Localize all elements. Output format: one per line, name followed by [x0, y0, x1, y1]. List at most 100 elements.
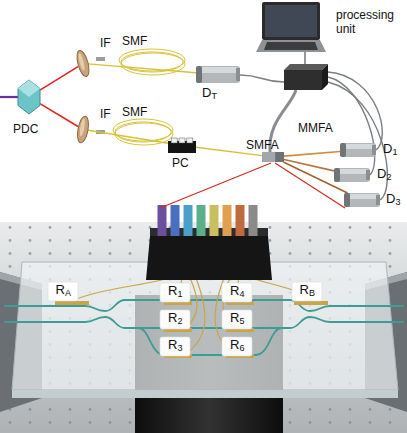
laptop-outline — [256, 2, 326, 52]
filter-body — [75, 49, 92, 78]
detector-highlight — [336, 169, 368, 174]
label-plate — [222, 337, 252, 356]
photon-beam — [40, 67, 78, 91]
fiber-coil — [113, 49, 185, 145]
fiber — [197, 205, 206, 236]
heater-label: RB — [292, 282, 322, 301]
detector-outline — [340, 143, 376, 157]
detector-end — [236, 68, 240, 81]
crystal-source-outline — [18, 80, 40, 114]
heaters — [55, 301, 328, 358]
component-label: R6 — [230, 338, 244, 355]
heater-label: R3 — [160, 337, 190, 356]
crystal-source: PDC — [18, 80, 40, 114]
component-label: IF — [100, 36, 111, 50]
multimode-fiber — [284, 151, 340, 156]
paddle — [171, 138, 177, 143]
signal-cable — [328, 77, 375, 175]
paddle — [187, 138, 193, 143]
detector-body — [334, 168, 370, 182]
heater-label: R6 — [222, 337, 252, 356]
label-plate — [48, 282, 78, 301]
component-label: RB — [300, 283, 315, 300]
detector-end — [344, 193, 350, 207]
fiber-array: SMFA — [262, 152, 284, 162]
fiber-label: SMF — [122, 34, 147, 48]
laptop: processing unit — [256, 2, 326, 52]
interference-filter: IF — [78, 116, 88, 143]
heater-label: RA — [48, 282, 78, 301]
single-mode-fiber — [88, 130, 168, 143]
paddle — [179, 138, 185, 143]
array-side — [275, 152, 284, 162]
pump-beam — [0, 96, 20, 98]
polarization-controller-outline — [168, 138, 196, 153]
detector-body — [344, 193, 380, 207]
fiber-array-outline — [262, 152, 284, 162]
fiber — [171, 205, 180, 236]
fiber — [184, 205, 193, 236]
electrode-trace — [72, 278, 168, 301]
fiber-array-block — [146, 236, 272, 280]
component-label: D3 — [386, 192, 400, 209]
label-plate — [160, 283, 190, 302]
fiber — [249, 205, 258, 236]
filter-highlight — [79, 118, 86, 136]
detector-end — [376, 195, 380, 205]
detector-outline — [334, 168, 370, 182]
array-body — [262, 152, 284, 162]
label-plate — [160, 337, 190, 356]
fiber-label: SMF — [122, 105, 147, 119]
electrode-traces — [72, 278, 311, 354]
component-label: R4 — [230, 284, 244, 301]
heater — [294, 301, 328, 305]
fiber-connector — [96, 57, 105, 61]
heater-label: R1 — [160, 283, 190, 302]
polarization-controller: PC — [168, 138, 196, 153]
time-tagger-side — [322, 64, 328, 90]
crystal-face — [18, 80, 40, 97]
label-plate — [222, 310, 252, 329]
interference-filter-outline — [78, 50, 88, 77]
fiber — [210, 205, 219, 236]
fiber-loop — [115, 123, 173, 145]
waveguide — [138, 328, 282, 355]
interference-filter: IF — [78, 50, 88, 77]
filter-body — [76, 115, 91, 143]
single-mode-fiber — [88, 64, 196, 73]
component-label: R5 — [230, 311, 244, 328]
detector-body — [340, 143, 376, 157]
detector-body — [196, 66, 240, 83]
detector-highlight — [198, 67, 238, 73]
glass-chip — [12, 262, 398, 390]
fiber-ribbon — [162, 205, 253, 236]
interference-filter-outline — [78, 116, 88, 143]
detector: D3 — [344, 193, 380, 207]
component-label: RA — [56, 283, 71, 300]
detector-outline — [344, 193, 380, 207]
crystal-body — [18, 80, 40, 114]
component-label: DT — [202, 86, 217, 103]
filter-glass — [75, 49, 92, 78]
time-tagger — [284, 70, 322, 90]
heater — [55, 301, 89, 305]
filter-glass — [76, 115, 91, 143]
multimode-fiber — [283, 162, 347, 193]
component-label: PDC — [13, 122, 38, 136]
laptop-screen — [262, 2, 320, 40]
heater-label: R4 — [222, 283, 252, 302]
signal-cable — [240, 75, 284, 82]
glass-chip-edge — [12, 390, 398, 398]
signal-cable — [328, 82, 387, 200]
laptop-base — [256, 40, 326, 52]
component-label: R2 — [168, 311, 182, 328]
heater-label: R2 — [160, 310, 190, 329]
component-label: R1 — [168, 284, 182, 301]
component-label: R3 — [168, 338, 182, 355]
detector-end — [366, 170, 370, 180]
filter-highlight — [77, 53, 86, 71]
component-label: IF — [100, 107, 111, 121]
